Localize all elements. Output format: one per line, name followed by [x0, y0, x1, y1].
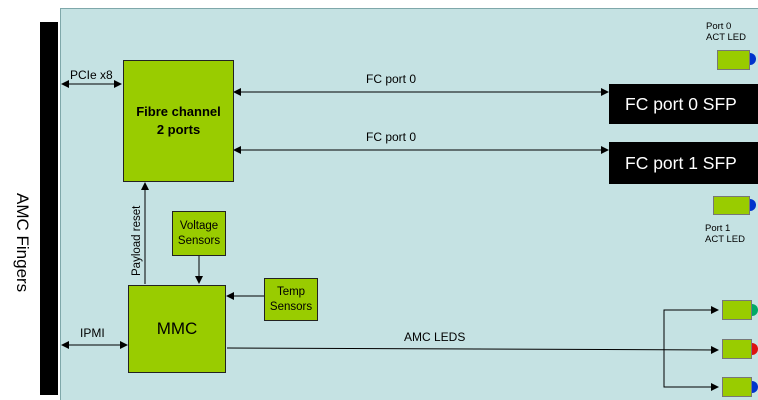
sfp-port-1-label: FC port 1 SFP — [625, 152, 737, 173]
port1-act-led — [713, 196, 750, 215]
port1-led-label-line1: Port 1 — [705, 223, 731, 234]
fc-bottom-label: FC port 0 — [366, 130, 417, 144]
temp-sensors-box: Temp Sensors — [264, 278, 318, 321]
sfp-port-0-label: FC port 0 SFP — [625, 93, 737, 114]
port0-led-label-line2: ACT LED — [706, 32, 746, 43]
ipmi-label: IPMI — [80, 326, 105, 340]
mmc-label: MMC — [156, 319, 198, 338]
voltage-sensors-line1: Voltage — [179, 219, 219, 232]
amc-led-3-lamp — [752, 381, 758, 393]
amc-led-2-lamp — [752, 343, 758, 355]
port0-act-led-lamp — [750, 53, 756, 65]
fibre-channel-chip: Fibre channel 2 ports — [123, 60, 234, 182]
payload-reset-label: Payload reset — [131, 205, 143, 276]
temp-sensors-line2: Sensors — [269, 300, 313, 313]
amc-leds-link — [226, 345, 719, 354]
amc-led-1-lamp — [752, 304, 758, 316]
amc-led-1 — [722, 300, 752, 320]
pcie-label: PCIe x8 — [70, 68, 113, 82]
port1-act-led-lamp — [750, 199, 756, 211]
amc-leds-branch — [663, 309, 716, 388]
fibre-channel-title: Fibre channel — [136, 104, 221, 119]
sfp-port-1: FC port 1 SFP — [609, 142, 758, 184]
fc-top-label: FC port 0 — [366, 72, 417, 86]
port1-led-label-line2: ACT LED — [705, 234, 745, 245]
amc-fingers-connector — [40, 22, 58, 395]
amc-led-3 — [722, 377, 752, 397]
voltage-sensors-box: Voltage Sensors — [172, 211, 226, 256]
sfp-port-0: FC port 0 SFP — [609, 84, 758, 124]
mmc-chip: MMC — [128, 285, 226, 373]
port0-led-label-line1: Port 0 — [706, 21, 732, 32]
temp-sensors-line1: Temp — [276, 285, 306, 298]
port0-act-led — [717, 50, 750, 70]
fibre-channel-ports: 2 ports — [156, 122, 201, 137]
amc-led-2 — [722, 339, 752, 359]
voltage-sensors-line2: Sensors — [177, 234, 221, 247]
amc-leds-label: AMC LEDS — [404, 330, 466, 344]
